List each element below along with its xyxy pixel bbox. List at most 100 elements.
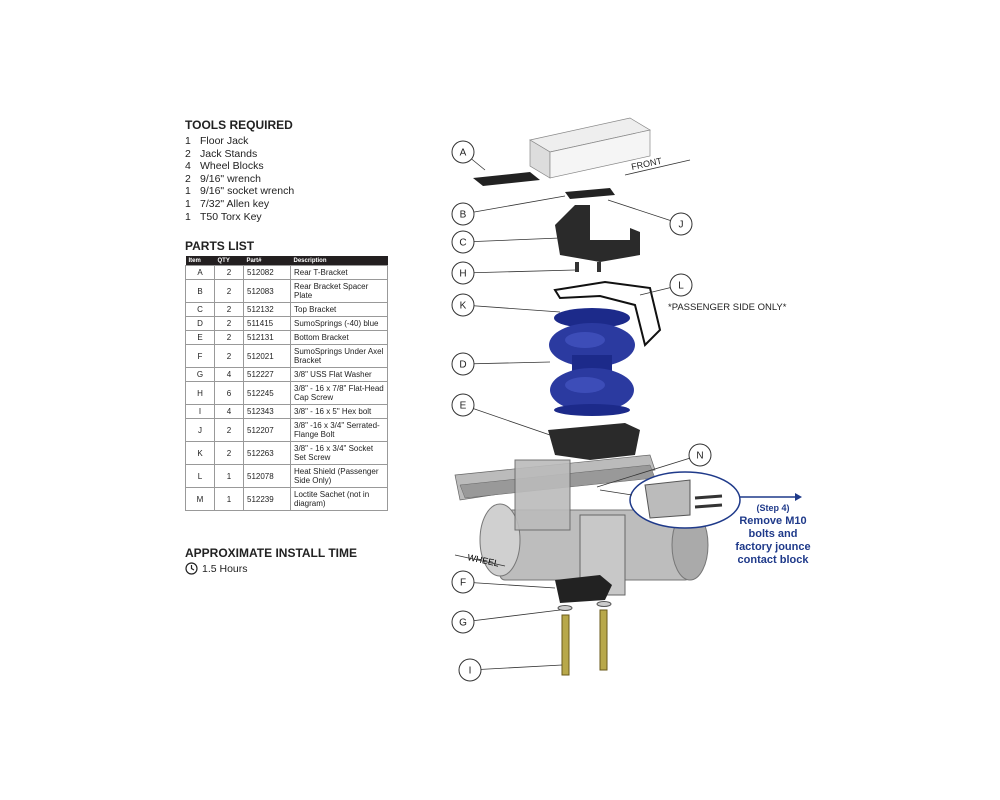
table-cell: Heat Shield (Passenger Side Only)	[290, 464, 388, 488]
leader-line	[462, 304, 561, 313]
callout-letter: K	[460, 301, 467, 312]
callout-letter: H	[459, 269, 466, 280]
tool-qty: 1	[185, 185, 191, 198]
leader-line	[462, 237, 561, 243]
tool-qty: 1	[185, 197, 191, 210]
table-cell: 1	[214, 464, 244, 488]
table-cell: B	[185, 279, 215, 303]
table-cell: 6	[214, 381, 244, 405]
top-bracket	[555, 205, 640, 262]
callout-letter: L	[678, 281, 684, 292]
table-cell: 512083	[243, 279, 291, 303]
tool-item: 2 9/16" wrench	[185, 173, 294, 186]
table-cell: 2	[214, 441, 244, 465]
parts-title: PARTS LIST	[185, 239, 255, 253]
leader-line	[607, 199, 682, 225]
leader-line	[462, 404, 551, 436]
tool-item: 1 T50 Torx Key	[185, 211, 294, 224]
install-time: 1.5 Hours	[185, 562, 248, 575]
callout-letter: N	[696, 451, 703, 462]
callout-d: D	[451, 352, 551, 376]
callout-circle	[451, 610, 475, 634]
callout-i: I	[458, 658, 563, 682]
table-cell: 1	[214, 487, 244, 511]
step4-note: (Step 4) Remove M10 bolts and factory jo…	[730, 502, 816, 567]
table-cell: J	[185, 418, 215, 442]
leader-line	[469, 664, 563, 671]
frame-rail	[529, 117, 651, 179]
table-cell: 3/8" - 16 x 7/8" Flat-Head Cap Screw	[290, 381, 388, 405]
tool-name: T50 Torx Key	[200, 210, 262, 223]
tool-name: Wheel Blocks	[200, 160, 264, 173]
heat-shield	[553, 280, 662, 347]
callout-circle	[451, 202, 475, 226]
callout-circle	[451, 352, 475, 376]
tool-item: 1 Floor Jack	[185, 135, 294, 148]
bottom-bracket	[548, 423, 640, 460]
table-cell: Loctite Sachet (not in diagram)	[290, 487, 388, 511]
column-header: Description	[290, 256, 388, 266]
step4-text: Remove M10 bolts and factory jounce cont…	[735, 515, 811, 566]
column-header: Part#	[243, 256, 291, 266]
tool-qty: 1	[185, 210, 191, 223]
passenger-note: *PASSENGER SIDE ONLY*	[668, 302, 787, 313]
callout-circle	[451, 230, 475, 254]
tools-title: TOOLS REQUIRED	[185, 118, 293, 132]
tool-qty: 4	[185, 160, 191, 173]
tool-qty: 2	[185, 172, 191, 185]
callout-circle	[451, 570, 475, 594]
table-cell: 512021	[243, 344, 291, 368]
hex-bolt	[561, 614, 570, 676]
table-cell: 512239	[243, 487, 291, 511]
leader-line	[462, 609, 561, 623]
tool-qty: 1	[185, 135, 191, 147]
callout-e: E	[451, 393, 551, 436]
tool-item: 1 7/32" Allen key	[185, 198, 294, 211]
callout-letter: C	[459, 238, 466, 249]
callout-letter: E	[460, 401, 467, 412]
callout-f: F	[451, 570, 556, 594]
tool-name: 7/32" Allen key	[200, 197, 270, 210]
callout-l: L	[639, 273, 693, 297]
hex-bolt	[599, 609, 608, 671]
callout-circle	[451, 261, 475, 285]
install-title: APPROXIMATE INSTALL TIME	[185, 546, 358, 560]
tool-name: 9/16" wrench	[200, 172, 261, 185]
spacer-plate	[565, 188, 615, 199]
callout-letter: D	[459, 360, 466, 371]
step4-label: (Step 4)	[756, 503, 790, 513]
callout-h: H	[451, 261, 576, 285]
tool-item: 4 Wheel Blocks	[185, 160, 294, 173]
column-header: Item	[185, 256, 215, 266]
callout-g: G	[451, 609, 561, 634]
table-cell: K	[185, 441, 215, 465]
callout-circle	[669, 212, 693, 236]
tool-name: Floor Jack	[200, 135, 249, 147]
column-header: QTY	[214, 256, 244, 266]
callout-c: C	[451, 230, 561, 254]
callout-circle	[451, 293, 475, 317]
leader-line	[462, 361, 551, 365]
callout-a: A	[451, 140, 486, 171]
callout-circle	[458, 658, 482, 682]
callout-circle	[451, 393, 475, 417]
install-time-value: 1.5 Hours	[202, 562, 248, 575]
callout-letter: B	[460, 210, 467, 221]
callout-letter: F	[460, 578, 466, 589]
callout-k: K	[451, 293, 561, 317]
leader-line	[462, 581, 556, 589]
callout-circle	[451, 140, 475, 164]
leader-line	[596, 454, 701, 488]
callout-letter: I	[469, 666, 472, 677]
under-axle-bracket	[555, 575, 612, 603]
